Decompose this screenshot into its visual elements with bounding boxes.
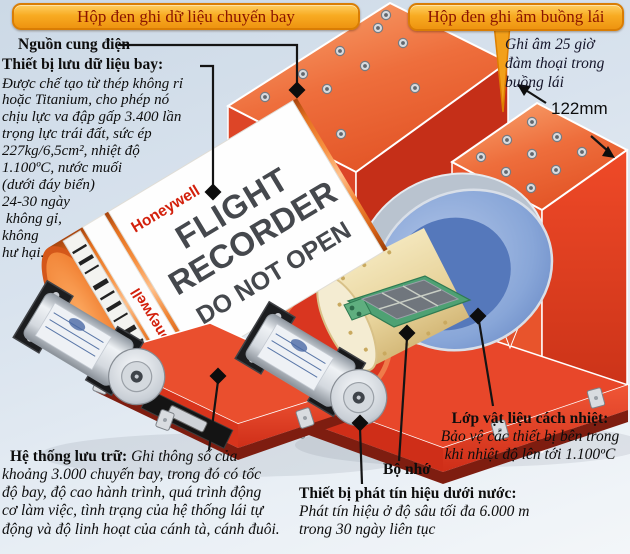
banner-flight-data-recorder: Hộp đen ghi dữ liệu chuyến bay (12, 3, 360, 30)
data-device-title: Thiết bị lưu dữ liệu bay: (2, 56, 164, 73)
callouts (118, 23, 609, 485)
storage-line: động và độ linh hoạt của cánh tà, cánh đ… (2, 520, 280, 538)
flight-recorder-cylinder: Honeywell Honeywell FLIGHT RECORDER DO N… (41, 98, 388, 401)
memory-board (343, 275, 472, 328)
storage-first-line: Ghi thông số của (131, 448, 238, 465)
beacon-line: Phát tín hiệu ở độ sâu tối đa 6.000 m (299, 503, 530, 521)
memory-label: Bộ nhớ (383, 461, 431, 478)
right-beacon (234, 300, 388, 427)
storage-line: độ bay, độ cao hành trình, quá trình độn… (2, 484, 262, 502)
beacon-title: Thiết bị phát tín hiệu dưới nước: (299, 485, 517, 502)
data-device-line: hư hại. (2, 244, 45, 261)
data-device-line: không gỉ, (6, 211, 62, 227)
voice-note-line: Ghi âm 25 giờ (505, 36, 595, 53)
insulation-line: khi nhiệt độ lên tới 1.100ºC (444, 446, 616, 464)
storage-title: Hệ thống lưu trữ: (10, 448, 128, 465)
banner-flight-data-label: Hộp đen ghi dữ liệu chuyến bay (77, 6, 295, 26)
data-device-line: chịu lực va đập gấp 3.400 lần (2, 109, 182, 126)
voice-note-block: Ghi âm 25 giờ đàm thoại trong buồng lái (505, 36, 627, 93)
insulation-block: Lớp vật liệu cách nhiệt: Bảo vệ các thiế… (432, 410, 628, 464)
insulation-line: Bảo vệ các thiết bị bên trong (440, 428, 620, 446)
dimension-label: 122mm (551, 99, 608, 118)
voice-note-line: đàm thoại trong (505, 54, 605, 72)
storage-line: khoảng 3.000 chuyến bay, trong đó có tốc (2, 466, 261, 484)
data-device-block: Thiết bị lưu dữ liệu bay: Được chế tạo t… (2, 56, 232, 262)
storage-block: Hệ thống lưu trữ: Ghi thông số của khoản… (2, 448, 335, 539)
arrow-up-left-head (517, 84, 531, 96)
data-device-line: trọng lực trái đất, sức ép (2, 126, 152, 143)
banner-cockpit-voice-label: Hộp đen ghi âm buồng lái (427, 7, 605, 26)
underwater-beacon-block: Thiết bị phát tín hiệu dưới nước: Phát t… (299, 485, 549, 539)
data-device-line: 227kg/6,5cm², nhiệt độ (2, 143, 140, 160)
data-device-line: (dưới đáy biển) (2, 177, 95, 194)
insulation-title: Lớp vật liệu cách nhiệt: (451, 410, 609, 427)
voice-note-line: buồng lái (505, 73, 564, 91)
power-supply-label: Nguồn cung điện (18, 36, 130, 53)
data-device-line: 24-30 ngày (2, 194, 70, 211)
data-device-line: không (2, 227, 39, 244)
data-device-line: hoặc Titanium, cho phép nó (2, 92, 170, 109)
banner-cockpit-voice-recorder: Hộp đen ghi âm buồng lái (408, 3, 624, 31)
arrow-down-right-head (602, 146, 615, 158)
storage-line: cơ làm việc, tình trạng của hệ thống lái… (2, 502, 264, 520)
left-beacon (12, 279, 166, 406)
data-device-line: Được chế tạo từ thép không rỉ (2, 75, 183, 92)
beacon-line: trong 30 ngày liên tục (299, 521, 436, 539)
data-device-line: 1.100ºC, nước muối (2, 160, 122, 177)
